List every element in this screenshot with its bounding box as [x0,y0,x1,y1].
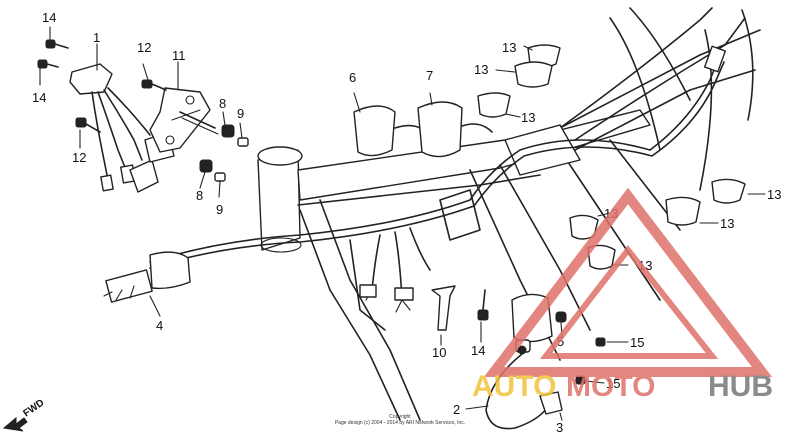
watermark-auto: AUTO [472,370,556,403]
callout-9-lower: 9 [216,202,223,217]
fwd-label: FWD [21,397,46,419]
bracket-10 [431,285,456,331]
callout-15-lower: 15 [606,376,620,391]
wire-harness [103,45,727,313]
callout-15-upper: 15 [630,335,644,350]
callout-13-e: 13 [720,216,734,231]
callout-9-upper: 9 [237,106,244,121]
leader-lines [39,26,766,421]
callout-12-lower: 12 [72,150,86,165]
bolt-15-upper [595,337,606,347]
copyright-line-1: Copyright [389,414,411,420]
frame-body [257,7,761,421]
callout-4: 4 [156,318,163,333]
strap-7 [417,101,493,158]
callout-12-upper: 12 [137,40,151,55]
callout-14-lower: 14 [32,90,46,105]
clip-5 [555,311,567,323]
copyright-line-2: Page design (c) 2004 - 2014 by ARI Netwo… [335,420,465,426]
watermark: AUTO MOTO HUB [472,187,773,403]
callout-6: 6 [349,70,356,85]
callout-7: 7 [426,68,433,83]
callout-11: 11 [172,48,186,63]
watermark-triangle [483,187,773,377]
watermark-moto: MOTO [566,370,655,403]
callout-14-upper: 14 [42,10,56,25]
callout-8-lower: 8 [196,188,203,203]
callout-3: 3 [556,420,563,435]
clamp-13-e [665,196,701,226]
bolt-12-upper [141,79,167,91]
callout-8-upper: 8 [219,96,226,111]
cap-9-upper [237,137,249,147]
collar-8-lower [199,159,213,173]
switch-assembly [69,63,175,193]
callout-14-center: 14 [471,343,485,358]
clamp-13-b [514,61,553,88]
clamp-13-c [477,92,511,118]
bolt-14-upper [45,39,69,49]
callout-13-d: 13 [767,187,781,202]
watermark-hub: HUB [708,370,773,403]
callout-labels: 1 12 11 8 9 8 9 12 14 14 4 6 7 13 13 13 … [32,10,781,435]
watermark-triangle-inner [539,245,719,359]
callout-1: 1 [93,30,100,45]
clamp-13-d [711,178,746,204]
cap-9-lower [214,172,226,182]
collar-8-upper [221,124,235,138]
bolt-12-lower [75,117,101,133]
spark-plug-wire [485,353,563,430]
callout-2: 2 [453,402,460,417]
copyright: Copyright Page design (c) 2004 - 2014 by… [335,414,465,426]
mounting-plate [149,87,219,153]
callout-10: 10 [432,345,446,360]
forward-arrow: FWD [2,397,46,432]
callout-13-a: 13 [502,40,516,55]
bolt-14-lower [37,59,59,69]
callout-13-c: 13 [521,110,535,125]
bolt-14-center [477,289,489,321]
callout-13-b: 13 [474,62,488,77]
